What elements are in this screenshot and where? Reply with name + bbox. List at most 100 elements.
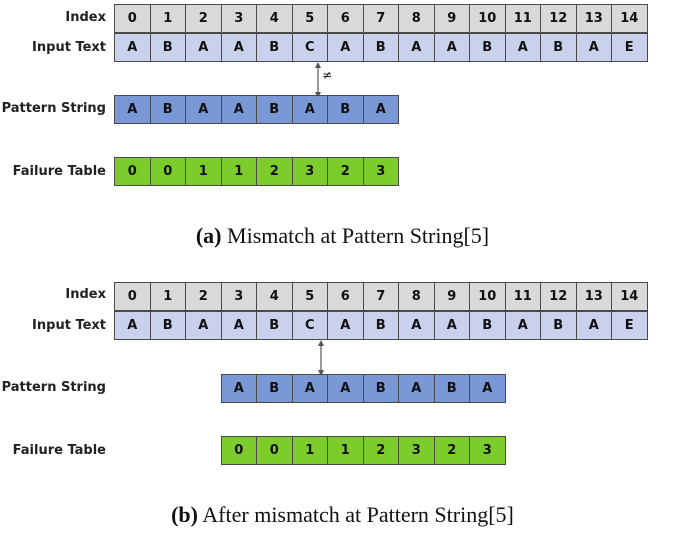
pattern-cell: A (220, 95, 257, 124)
index-cell: 10 (469, 4, 506, 33)
caption-a: (a) Mismatch at Pattern String[5] (0, 223, 685, 249)
failure-cell: 0 (114, 157, 151, 186)
alignment-arrow (318, 340, 324, 376)
index-cell: 4 (256, 282, 293, 311)
pattern-cell: A (469, 374, 506, 403)
failure-cell: 1 (185, 157, 222, 186)
text-cell: A (220, 311, 257, 340)
text-cell: A (398, 33, 435, 62)
input-text-label: Input Text (32, 40, 106, 55)
pattern-cell: B (433, 374, 470, 403)
pattern-string-label: Pattern String (1, 101, 106, 116)
index-cell: 5 (291, 4, 328, 33)
index-cell: 13 (575, 4, 612, 33)
pattern-cell: A (362, 95, 399, 124)
text-cell: A (185, 311, 222, 340)
text-cell: B (149, 311, 186, 340)
text-cell: A (114, 33, 151, 62)
pattern-cell: A (291, 95, 328, 124)
index-cell: 11 (504, 4, 541, 33)
failure-cell: 2 (256, 157, 293, 186)
index-cell: 9 (433, 4, 470, 33)
caption-b: (b) After mismatch at Pattern String[5] (0, 502, 685, 528)
pattern-cell: B (362, 374, 399, 403)
text-cell: A (114, 311, 151, 340)
text-cell: E (611, 33, 648, 62)
pattern-cell: A (220, 374, 257, 403)
failure-cell: 1 (291, 436, 328, 465)
failure-table-label-b: Failure Table (12, 443, 106, 458)
index-label-b: Index (65, 287, 106, 302)
index-cell: 11 (504, 282, 541, 311)
failure-cell: 3 (469, 436, 506, 465)
text-cell: A (398, 311, 435, 340)
index-cell: 9 (433, 282, 470, 311)
text-cell: B (540, 311, 577, 340)
text-cell: A (504, 311, 541, 340)
failure-cell: 0 (149, 157, 186, 186)
failure-cell: 3 (398, 436, 435, 465)
text-cell: B (469, 33, 506, 62)
index-label: Index (65, 10, 106, 25)
text-cell: B (256, 33, 293, 62)
index-cell: 0 (114, 4, 151, 33)
text-cell: A (575, 311, 612, 340)
index-cell: 7 (362, 4, 399, 33)
index-cell: 1 (149, 4, 186, 33)
pattern-cell: A (327, 374, 364, 403)
index-cell: 1 (149, 282, 186, 311)
pattern-cell: B (256, 95, 293, 124)
caption-b-text: After mismatch at Pattern String[5] (198, 502, 514, 527)
index-cell: 12 (540, 282, 577, 311)
index-cell: 8 (398, 282, 435, 311)
failure-cell: 2 (433, 436, 470, 465)
index-cell: 14 (611, 282, 648, 311)
failure-cell: 2 (327, 157, 364, 186)
index-cell: 14 (611, 4, 648, 33)
caption-a-text: Mismatch at Pattern String[5] (221, 223, 490, 248)
text-cell: B (256, 311, 293, 340)
index-cell: 3 (220, 282, 257, 311)
index-cell: 6 (327, 4, 364, 33)
failure-cell: 1 (327, 436, 364, 465)
caption-b-tag: (b) (171, 502, 198, 527)
pattern-cell: A (398, 374, 435, 403)
index-cell: 0 (114, 282, 151, 311)
text-cell: B (469, 311, 506, 340)
failure-cell: 3 (362, 157, 399, 186)
index-cell: 3 (220, 4, 257, 33)
failure-cell: 0 (220, 436, 257, 465)
failure-cell: 3 (291, 157, 328, 186)
text-cell: A (220, 33, 257, 62)
not-equal-symbol: ≠ (322, 68, 333, 82)
index-cell: 5 (291, 282, 328, 311)
text-cell: A (575, 33, 612, 62)
failure-cell: 0 (256, 436, 293, 465)
failure-table-label: Failure Table (12, 164, 106, 179)
index-cell: 2 (185, 4, 222, 33)
text-cell: A (433, 33, 470, 62)
pattern-cell: B (256, 374, 293, 403)
pattern-string-label-b: Pattern String (1, 380, 106, 395)
text-cell: A (327, 33, 364, 62)
text-cell: A (185, 33, 222, 62)
text-cell: B (362, 311, 399, 340)
pattern-cell: B (149, 95, 186, 124)
failure-cell: 2 (362, 436, 399, 465)
index-cell: 8 (398, 4, 435, 33)
text-cell: C (291, 311, 328, 340)
caption-a-tag: (a) (195, 223, 222, 248)
text-cell: C (291, 33, 328, 62)
text-cell: B (540, 33, 577, 62)
index-cell: 7 (362, 282, 399, 311)
input-text-label-b: Input Text (32, 318, 106, 333)
text-cell: A (504, 33, 541, 62)
text-cell: A (327, 311, 364, 340)
